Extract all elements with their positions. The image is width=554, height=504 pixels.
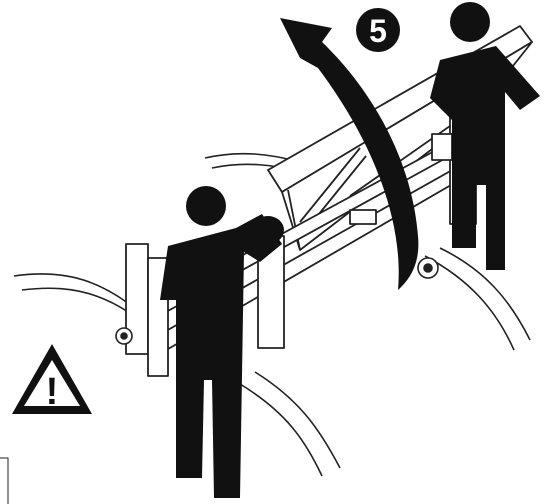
crop-mark xyxy=(0,458,8,504)
step-number: 5 xyxy=(369,13,387,49)
rear-person-head xyxy=(450,2,490,42)
front-person-head xyxy=(186,186,226,226)
warning-symbol: ! xyxy=(46,371,59,413)
warning-triangle-icon: ! xyxy=(12,344,92,414)
step-number-badge: 5 xyxy=(356,8,400,52)
